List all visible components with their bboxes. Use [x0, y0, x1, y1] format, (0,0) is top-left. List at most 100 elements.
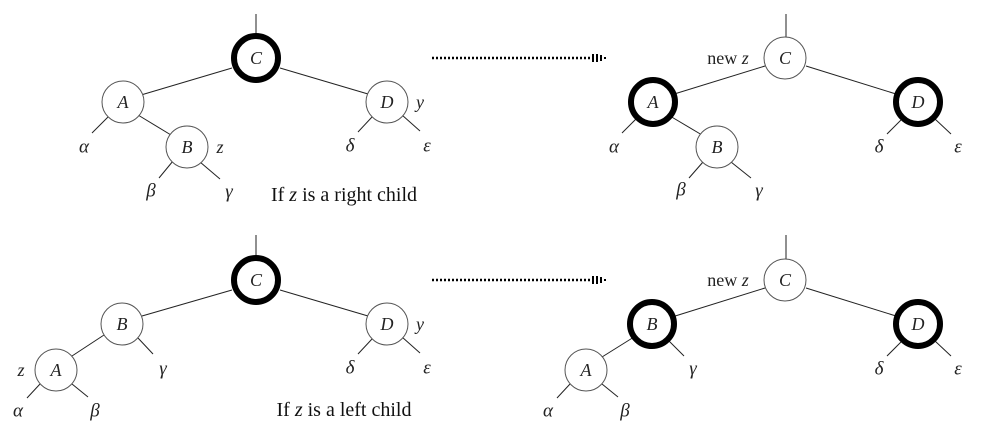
row2-after-edge-c-d — [805, 287, 897, 317]
row2-before-node-d — [365, 302, 409, 346]
row1-before-node-a-label: A — [117, 92, 130, 112]
row1-caption: If z is a right child — [271, 184, 417, 206]
row1-after-subtree-delta: δ — [875, 137, 885, 158]
row2-before-edge-a-beta — [71, 383, 89, 398]
row2-after-edge-d-delta — [886, 341, 902, 357]
row1-before-edge-b-beta — [158, 160, 174, 179]
row2-before-node-c-label: C — [250, 270, 263, 290]
row2-before-subtree-epsilon: ε — [423, 358, 431, 379]
row1-before-edge-c-a — [140, 67, 233, 96]
row1-after-edge-d-delta — [886, 119, 902, 135]
row2-after-edge-d-epsilon — [934, 340, 952, 357]
row1-before-edge-a-alpha — [91, 116, 109, 134]
row2-after-edge-c-b — [671, 287, 766, 318]
row2-after-subtree-epsilon: ε — [954, 359, 962, 380]
row1-before-subtree-epsilon: ε — [423, 136, 431, 157]
row1-before-label-z: z — [215, 137, 223, 157]
row1-before-node-b — [165, 125, 209, 169]
row1-after-edge-a-b — [669, 115, 703, 136]
row1-before-node-d — [365, 80, 409, 124]
row2-before-node-c — [231, 255, 281, 305]
row2-after-node-b-label: B — [647, 314, 658, 334]
row2-after-subtree-beta: β — [619, 401, 630, 422]
row2-transform-arrow — [432, 276, 606, 284]
row2-before-node-d-label: D — [380, 314, 394, 334]
row2-before-edge-d-delta — [357, 338, 373, 355]
row2-before-edge-d-epsilon — [401, 336, 421, 354]
row1-after-subtree-beta: β — [675, 180, 686, 201]
row2-after-node-a-label: A — [580, 360, 593, 380]
row2-before-node-a — [34, 348, 78, 392]
row2-before-edge-b-gamma — [137, 337, 154, 355]
row1-before-edge-b-gamma — [199, 161, 221, 180]
row2-after-subtree-gamma: γ — [689, 359, 697, 380]
row1-after-node-b-label: B — [712, 137, 723, 157]
row1-before-edge-d-epsilon — [401, 114, 421, 132]
row1-before-subtree-delta: δ — [346, 136, 356, 157]
row1-transform-arrow — [432, 54, 606, 62]
row1-after-label-new-z: new z — [707, 48, 749, 68]
row1-after-node-a-label: A — [647, 92, 660, 112]
row2-after-node-b — [627, 299, 677, 349]
row2-after-node-c — [763, 258, 807, 302]
row1-before-node-a — [101, 80, 145, 124]
row2-before-label-z: z — [16, 360, 24, 380]
row2-after-tree: C B A D new z α β γ δ ε — [543, 235, 962, 422]
row2-after-label-new-z: new z — [707, 270, 749, 290]
row2-after-node-d — [893, 299, 943, 349]
row1-after-node-c-label: C — [779, 48, 792, 68]
row1-before-edge-d-delta — [357, 116, 373, 133]
row2-before-subtree-alpha: α — [13, 401, 24, 422]
row1-before-node-c-label: C — [250, 48, 263, 68]
row2-before-edge-b-a — [71, 334, 105, 357]
row1-after-edge-b-gamma — [730, 161, 752, 179]
row1-after-edge-c-d — [805, 65, 897, 95]
row2-after-node-d-label: D — [911, 314, 925, 334]
row2-after-edge-a-beta — [601, 383, 619, 398]
row2-before-subtree-delta: δ — [346, 358, 356, 379]
row2-before-node-b — [100, 302, 144, 346]
row1-before-node-c — [231, 33, 281, 83]
row1-after-edge-c-a — [670, 65, 766, 96]
row1-after-node-c — [763, 36, 807, 80]
row2-before-subtree-beta: β — [89, 401, 100, 422]
row1-before-tree: C A B D z y α β γ δ ε — [79, 14, 431, 203]
row1-before-node-b-label: B — [182, 137, 193, 157]
row1-before-edge-c-d — [279, 67, 369, 95]
row1-after-node-d — [893, 77, 943, 127]
row2-after-edge-a-alpha — [556, 383, 571, 399]
row2-before-tree: C B A D z y α β γ δ ε — [13, 235, 431, 422]
row1-before-subtree-beta: β — [145, 181, 156, 202]
row1-after-subtree-alpha: α — [609, 137, 620, 158]
row1-after-node-a — [628, 77, 678, 127]
row2-before-label-y: y — [414, 314, 424, 334]
row1-before-label-y: y — [414, 92, 424, 112]
row1-after-edge-d-epsilon — [934, 118, 952, 135]
row1-before-subtree-alpha: α — [79, 137, 90, 158]
row2-before-node-a-label: A — [50, 360, 63, 380]
row1-after-tree: C A B D new z α β γ δ ε — [609, 14, 962, 202]
row1-after-edge-b-beta — [688, 161, 704, 179]
row1-after-node-b — [695, 125, 739, 169]
row1-after-subtree-gamma: γ — [755, 181, 763, 202]
row1-after-node-d-label: D — [911, 92, 925, 112]
row1-before-node-d-label: D — [380, 92, 394, 112]
row2-before-edge-a-alpha — [26, 383, 41, 399]
row1-after-subtree-epsilon: ε — [954, 137, 962, 158]
row2-after-node-c-label: C — [779, 270, 792, 290]
row2-after-subtree-delta: δ — [875, 359, 885, 380]
row2-after-subtree-alpha: α — [543, 401, 554, 422]
row2-after-node-a — [564, 348, 608, 392]
row2-caption: If z is a left child — [277, 399, 412, 421]
row2-before-edge-c-b — [141, 289, 233, 317]
row2-before-edge-c-d — [279, 289, 369, 317]
row2-after-edge-b-gamma — [668, 340, 685, 357]
row1-after-edge-a-alpha — [621, 117, 638, 134]
row2-before-node-b-label: B — [117, 314, 128, 334]
row2-after-edge-b-a — [601, 336, 635, 358]
row1-before-subtree-gamma: γ — [225, 182, 233, 203]
row1-before-edge-a-b — [137, 114, 172, 136]
row2-before-subtree-gamma: γ — [159, 359, 167, 380]
